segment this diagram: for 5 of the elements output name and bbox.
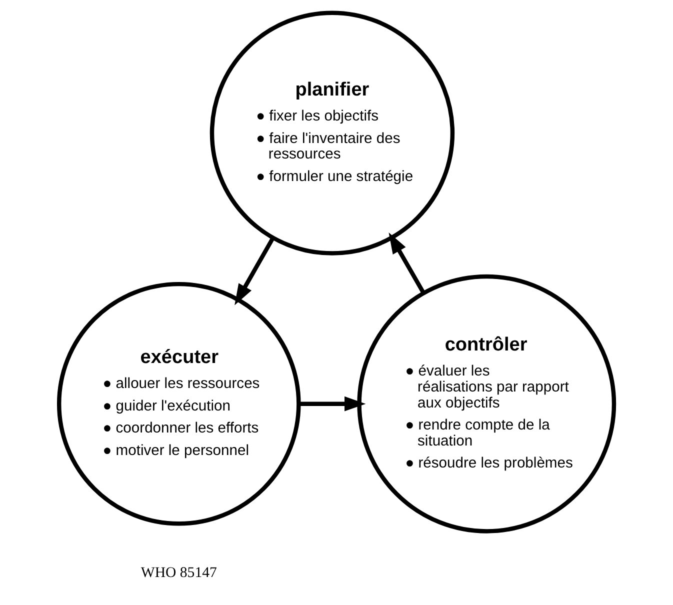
label: WHO 85147: [140, 565, 217, 582]
node-circle: contrôler ● évaluer les réalisations par rapport aux objectifs ● rendre compte de la situation ● résoudre les problèmes: [357, 274, 616, 534]
arrow: [388, 232, 426, 294]
arrow: [298, 396, 366, 412]
arrow: [234, 236, 275, 306]
